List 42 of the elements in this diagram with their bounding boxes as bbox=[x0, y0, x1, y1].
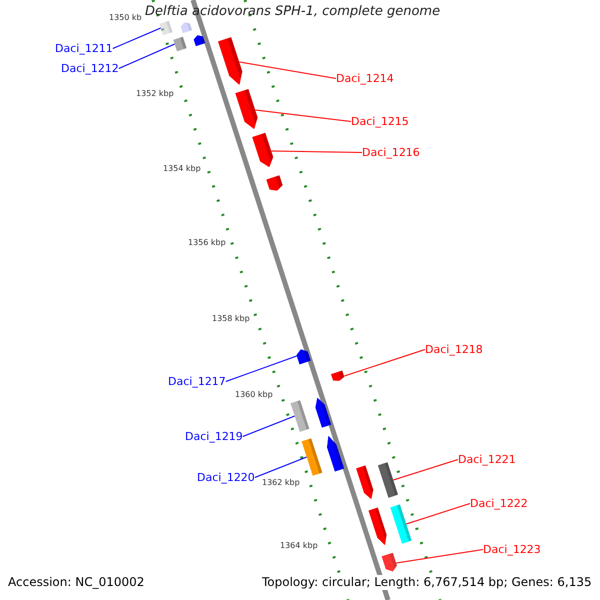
gene-bar bbox=[378, 462, 398, 498]
leader-line bbox=[254, 456, 308, 478]
scale-tick-label: 1350 kb bbox=[109, 13, 142, 23]
leader-line bbox=[396, 549, 484, 564]
gene-bar bbox=[290, 400, 310, 432]
gene-label: Daci_1223 bbox=[483, 543, 541, 556]
gene-bar bbox=[266, 175, 284, 193]
leader-line bbox=[118, 44, 176, 69]
gene-label: Daci_1218 bbox=[425, 343, 483, 356]
leader-line bbox=[344, 349, 426, 376]
gene-bar bbox=[173, 36, 187, 52]
gene-label: Daci_1214 bbox=[336, 72, 394, 85]
gene-bar bbox=[330, 370, 346, 382]
gene-label: Daci_1221 bbox=[458, 453, 516, 466]
gene-label: Daci_1212 bbox=[61, 62, 119, 75]
leader-line bbox=[270, 150, 362, 153]
leader-line bbox=[242, 416, 296, 437]
leader-line bbox=[254, 110, 352, 122]
gene-label: Daci_1215 bbox=[351, 115, 409, 128]
accession-text: Accession: NC_010002 bbox=[8, 575, 144, 590]
gene-bar bbox=[159, 20, 173, 36]
leader-line bbox=[225, 356, 298, 382]
leader-line bbox=[112, 28, 162, 49]
leader-line bbox=[392, 459, 458, 480]
genome-summary-text: Topology: circular; Length: 6,767,514 bp; Genes: 6,135 bbox=[262, 575, 592, 590]
scale-tick-label: 1362 kbp bbox=[262, 478, 300, 488]
title: Delftia acidovorans SPH-1, complete genome bbox=[145, 4, 440, 20]
scale-tick-label: 1364 kbp bbox=[280, 541, 318, 551]
gene-label: Daci_1220 bbox=[197, 471, 255, 484]
gene-label: Daci_1222 bbox=[470, 497, 528, 510]
scale-tick-label: 1354 kbp bbox=[163, 164, 201, 174]
scale-tick-label: 1360 kbp bbox=[235, 390, 273, 400]
gene-label: Daci_1211 bbox=[55, 42, 113, 55]
gene-label: Daci_1217 bbox=[168, 375, 226, 388]
scale-tick-label: 1358 kbp bbox=[212, 314, 250, 324]
leader-line bbox=[406, 503, 470, 524]
scale-tick-label: 1352 kbp bbox=[136, 89, 174, 99]
gene-bar bbox=[180, 20, 192, 34]
leader-line bbox=[238, 62, 336, 79]
gene-label: Daci_1216 bbox=[362, 146, 420, 159]
gene-label: Daci_1219 bbox=[185, 430, 243, 443]
scale-tick-label: 1356 kbp bbox=[188, 238, 226, 248]
